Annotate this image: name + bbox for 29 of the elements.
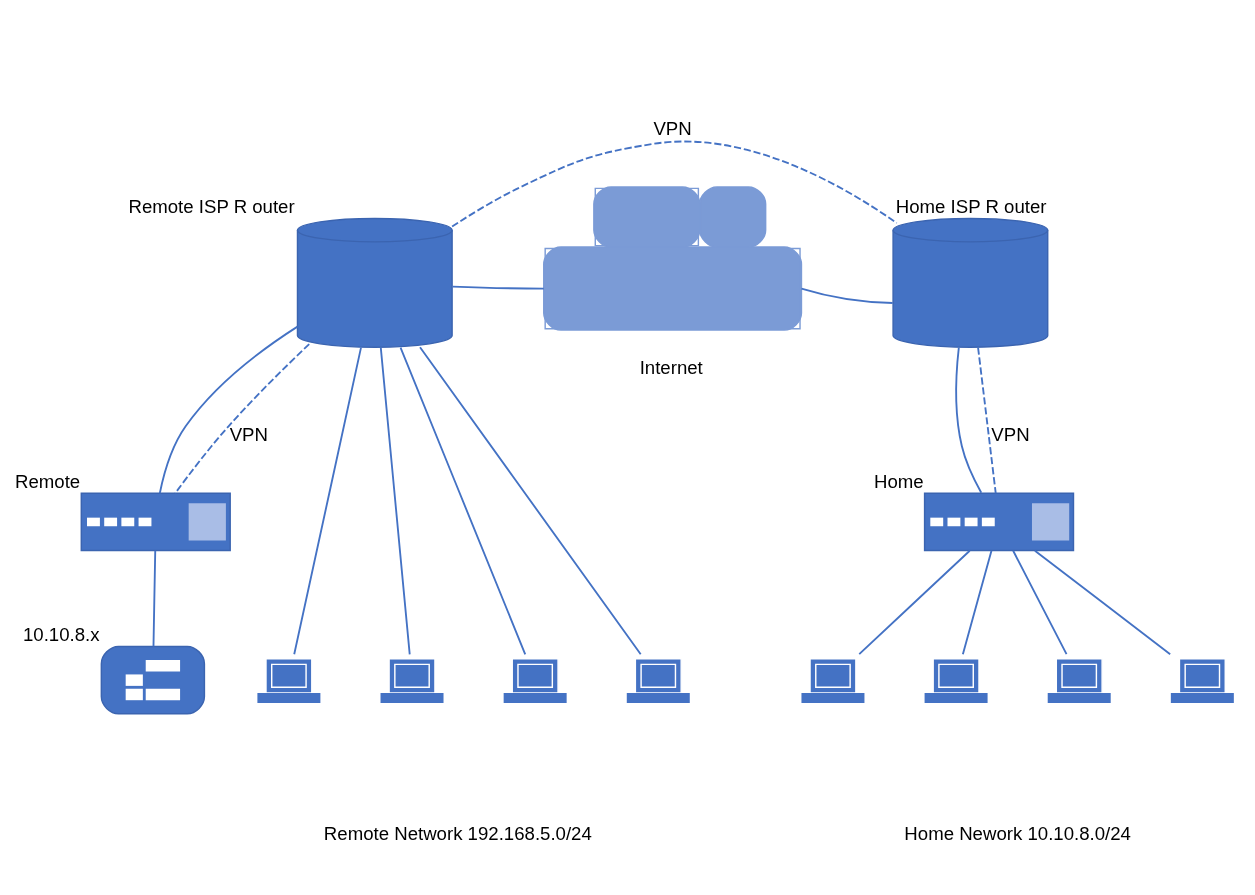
connector [293,346,362,656]
connector [961,549,993,656]
node-box [923,492,1075,552]
connector [955,346,983,494]
connector [419,346,642,656]
node-label: Home [873,471,924,493]
connector [152,549,157,648]
node-tablet [100,645,206,715]
node-label: Home ISP R outer [895,196,1047,218]
connector [800,287,894,304]
label: Remote Network 192.168.5.0/24 [323,823,592,845]
connector [451,140,898,228]
node-label: Remote [15,471,81,493]
edge-label: VPN [229,423,268,445]
node-label: 10.10.8.x [22,624,100,646]
edge-label: VPN [653,117,692,139]
connector [158,325,299,495]
connector [858,549,971,656]
connector [379,346,411,656]
label: Home Nework 10.10.8.0/24 [904,823,1131,845]
edge-label: VPN [991,423,1030,445]
connector [399,346,527,656]
node-label: Remote ISP R outer [128,196,295,218]
connector [1012,549,1068,656]
node-box [80,492,231,552]
node-label: Internet [639,356,703,378]
connector [451,285,545,290]
connector [977,346,997,495]
connector [1034,549,1172,656]
